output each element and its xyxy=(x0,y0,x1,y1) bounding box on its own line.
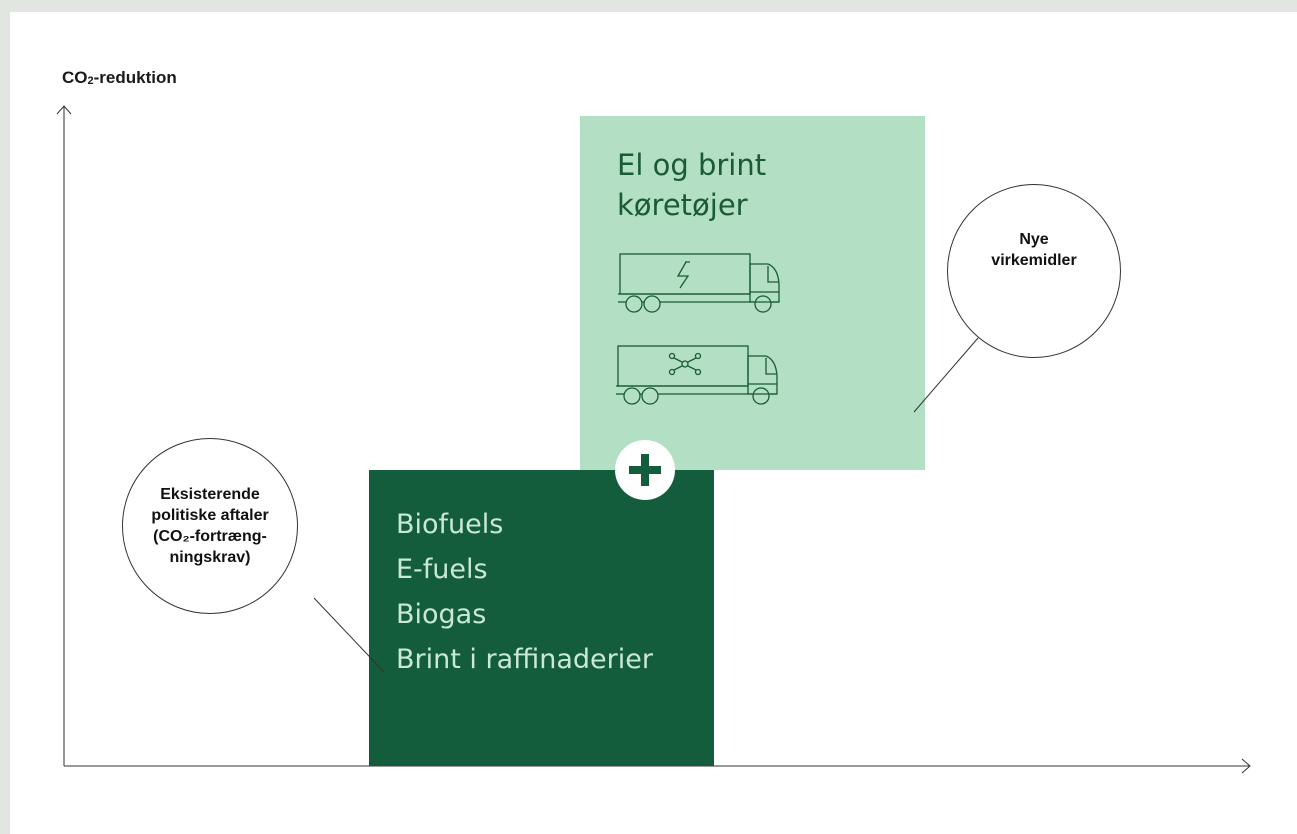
x-axis-arrow-icon xyxy=(1241,758,1251,774)
fuel-item: Biofuels xyxy=(396,509,504,540)
y-axis-label: CO2-reduktion xyxy=(62,68,177,87)
fuel-list: Biofuels E-fuels Biogas Brint i raffinad… xyxy=(396,502,653,682)
existing-measures-box: Biofuels E-fuels Biogas Brint i raffinad… xyxy=(369,470,714,766)
new-connector-line xyxy=(913,337,979,413)
new-measures-title: El og brint køretøjer xyxy=(617,148,767,222)
new-measures-label: Nye virkemidler xyxy=(991,231,1077,269)
existing-connector-line xyxy=(313,597,385,673)
fuel-item: Brint i raffinaderier xyxy=(396,644,653,675)
plus-icon xyxy=(615,440,675,500)
hydrogen-truck-icon xyxy=(616,345,778,405)
electric-truck-icon xyxy=(618,253,780,313)
new-measures-bubble: Nye virkemidler xyxy=(947,184,1121,358)
fuel-item: Biogas xyxy=(396,599,487,630)
existing-agreements-bubble: Eksisterende politiske aftaler (CO₂-fort… xyxy=(122,438,298,614)
fuel-item: E-fuels xyxy=(396,554,488,585)
existing-agreements-label: Eksisterende politiske aftaler (CO₂-fort… xyxy=(151,486,269,566)
new-measures-box: El og brint køretøjer xyxy=(580,116,925,470)
y-axis-arrow-icon xyxy=(56,105,72,115)
